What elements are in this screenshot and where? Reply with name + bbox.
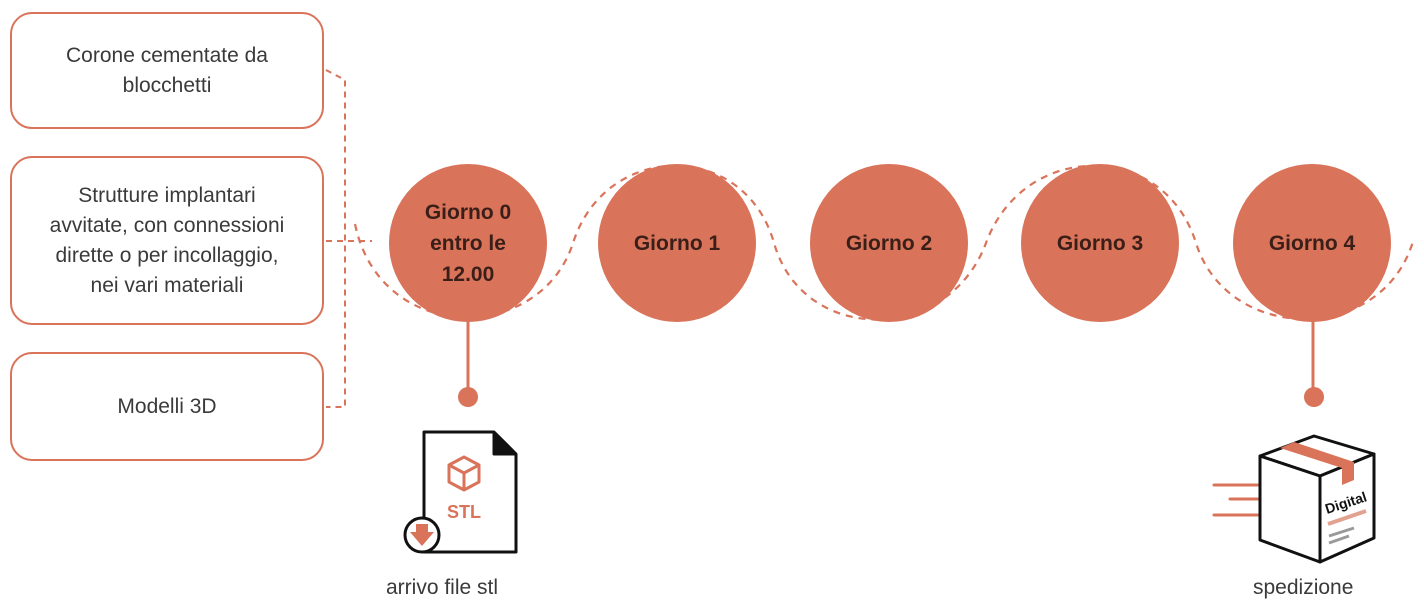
product-card-crowns: Corone cementate da blocchetti [10, 12, 324, 129]
day-label: Giorno 1 [633, 231, 721, 255]
end-milestone-label: spedizione [1253, 576, 1354, 599]
day-label: Giorno 2 [845, 231, 933, 255]
day-circle-2: Giorno 2 [810, 164, 968, 322]
file-type-tag: STL [447, 502, 481, 522]
start-pin-dot [458, 387, 478, 407]
shipping-box-icon: Digital [1212, 434, 1376, 564]
day-label: Giorno 0 [424, 200, 512, 224]
product-card-3d-models: Modelli 3D [10, 352, 324, 461]
day-circle-3: Giorno 3 [1021, 164, 1179, 322]
product-line: nei vari materiali [90, 273, 244, 297]
product-line: Modelli 3D [117, 394, 217, 418]
cube-icon [447, 455, 481, 492]
product-line: Corone cementate da [66, 43, 268, 67]
day-circle-4: Giorno 4 [1233, 164, 1391, 322]
product-line: dirette o per incollaggio, [55, 243, 279, 267]
product-line: blocchetti [122, 73, 212, 97]
day-label: Giorno 3 [1056, 231, 1144, 255]
stl-file-icon: STL [403, 430, 518, 554]
day-label: 12.00 [441, 262, 495, 286]
day-label: entro le [430, 231, 506, 255]
product-line: avvitate, con connessioni [49, 213, 285, 237]
day-circle-1: Giorno 1 [598, 164, 756, 322]
day-label: Giorno 4 [1268, 231, 1356, 255]
product-card-implant-structures: Strutture implantari avvitate, con conne… [10, 156, 324, 325]
product-bracket [325, 69, 372, 408]
download-icon [403, 516, 441, 554]
product-line: Strutture implantari [78, 183, 256, 207]
end-pin-dot [1304, 387, 1324, 407]
day-circle-0: Giorno 0 entro le 12.00 [389, 164, 547, 322]
start-milestone-label: arrivo file stl [386, 576, 499, 599]
